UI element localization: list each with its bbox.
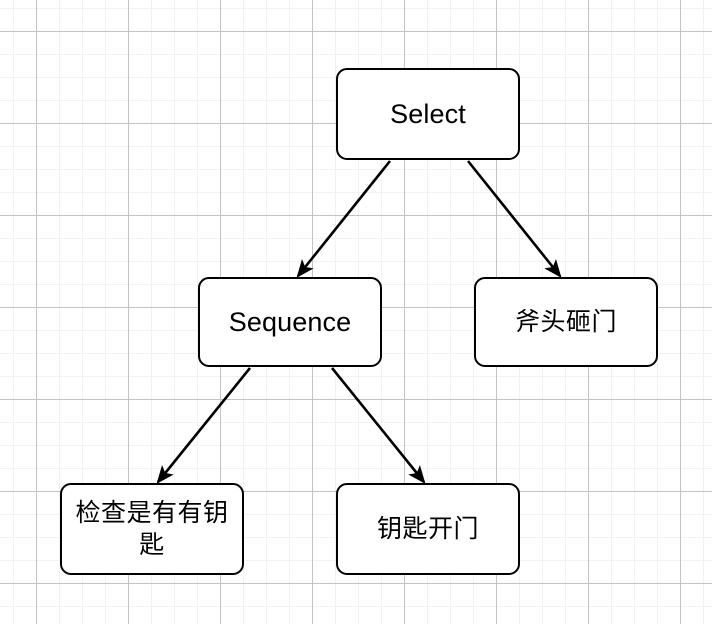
node-sequence[interactable]: Sequence xyxy=(198,277,382,367)
edge-sequence-to-key-open[interactable] xyxy=(330,367,426,484)
edge-sequence-to-check-key[interactable] xyxy=(156,367,252,484)
edge-select-to-axe[interactable] xyxy=(466,160,562,278)
node-select[interactable]: Select xyxy=(336,68,520,160)
node-check-has-key[interactable]: 检查是有有钥 匙 xyxy=(60,483,244,575)
edge-select-to-sequence[interactable] xyxy=(296,160,392,278)
node-check-has-key-label: 检查是有有钥 匙 xyxy=(75,498,229,559)
node-axe-break-door[interactable]: 斧头砸门 xyxy=(474,277,658,367)
node-sequence-label: Sequence xyxy=(228,306,352,337)
node-key-open-door[interactable]: 钥匙开门 xyxy=(336,483,520,575)
node-select-label: Select xyxy=(390,98,466,129)
node-axe-break-door-label: 斧头砸门 xyxy=(514,307,617,336)
node-key-open-door-label: 钥匙开门 xyxy=(376,514,479,543)
